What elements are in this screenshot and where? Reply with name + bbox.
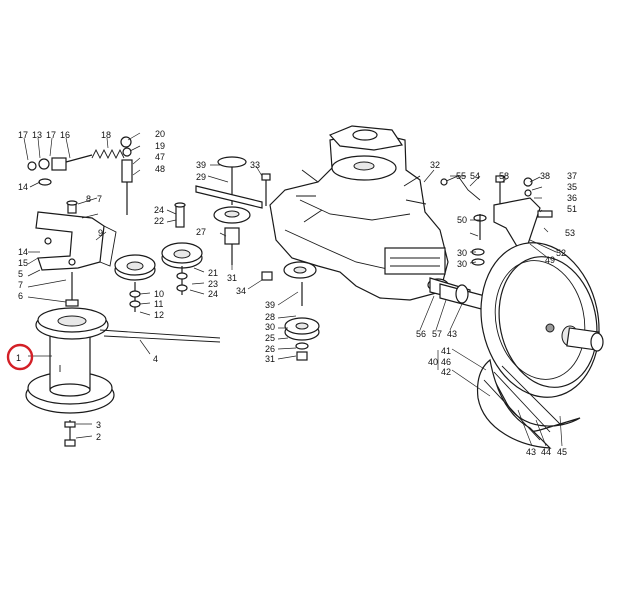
- callout-label: 30: [457, 259, 467, 269]
- bolt-6: [65, 272, 79, 307]
- callout-label: 43: [447, 329, 457, 339]
- callout-label: 23: [208, 279, 218, 289]
- callout-label: 51: [567, 204, 577, 214]
- callout-label: 20: [155, 129, 165, 139]
- callout-label: 52: [556, 248, 566, 258]
- callout-label: 48: [155, 164, 165, 174]
- callout-label: 17: [46, 130, 56, 140]
- callout-label: 22: [154, 216, 164, 226]
- callout-label: 7: [97, 194, 102, 204]
- rear-wheel: [476, 242, 604, 449]
- callout-label: 11: [154, 299, 163, 309]
- callout-label: 44: [541, 447, 551, 457]
- callout-label: 39: [196, 160, 206, 170]
- callout-label: 1: [16, 353, 21, 363]
- callout-label: 58: [499, 171, 509, 181]
- callout-label: 36: [567, 193, 577, 203]
- idler-pulley-right: [161, 242, 203, 295]
- callout-label: 41: [441, 346, 451, 356]
- callout-label: 34: [236, 286, 246, 296]
- callout-label: 24: [154, 205, 164, 215]
- nut-34: [261, 271, 273, 281]
- callout-label: 31: [227, 273, 237, 283]
- callout-label: 21: [208, 268, 218, 278]
- callout-label: 13: [32, 130, 42, 140]
- callout-label: 57: [432, 329, 442, 339]
- callout-label: 55: [456, 171, 466, 181]
- callout-label: 50: [457, 215, 467, 225]
- callout-label: 27: [196, 227, 206, 237]
- callout-label: 26: [265, 344, 275, 354]
- callout-label: 25: [265, 333, 275, 343]
- callout-label: 16: [60, 130, 70, 140]
- callout-label: 43: [526, 447, 536, 457]
- callout-label: 10: [154, 289, 164, 299]
- callout-label: 42: [441, 367, 451, 377]
- callout-label: 37: [567, 171, 577, 181]
- callout-label: 3: [96, 420, 101, 430]
- callout-label: 4: [153, 354, 158, 364]
- callout-label: 29: [196, 172, 206, 182]
- callout-label: 38: [540, 171, 550, 181]
- shaft-assembly: [195, 156, 263, 265]
- callout-label: 30: [265, 322, 275, 332]
- callout-label: 17: [18, 130, 28, 140]
- leader-lines: [23, 132, 563, 447]
- callout-label: 9: [98, 228, 103, 238]
- callout-label: 15: [18, 258, 28, 268]
- callout-labels: 17 13 17 16 18 20 19 47 48 14 8 7 9 14 1…: [16, 129, 577, 457]
- highlight-ring: [6, 343, 34, 371]
- mounting-bracket: [35, 211, 117, 271]
- callout-label: 2: [96, 432, 101, 442]
- pulley-bolt: [64, 420, 76, 447]
- callout-label: 6: [18, 291, 23, 301]
- callout-label: 39: [265, 300, 275, 310]
- drive-pulley: [25, 307, 115, 414]
- callout-label: 32: [430, 160, 440, 170]
- callout-label: 7: [18, 280, 23, 290]
- lower-pulley-stack: [284, 282, 320, 361]
- callout-label: 31: [265, 354, 275, 364]
- spring-assembly: [27, 136, 133, 215]
- callout-label: 12: [154, 310, 164, 320]
- drive-belt: [99, 329, 221, 343]
- callout-label: 56: [416, 329, 426, 339]
- callout-label: 14: [18, 182, 28, 192]
- bolt-22: [174, 202, 186, 228]
- bolt-33: [261, 173, 271, 206]
- brake-bracket: [471, 177, 553, 266]
- transaxle-housing: [269, 125, 471, 303]
- shift-rod: [440, 175, 505, 205]
- bolt-8: [66, 200, 78, 214]
- idler-pulley-left: [114, 254, 156, 312]
- callout-label: 30: [457, 248, 467, 258]
- callout-label: 5: [18, 269, 23, 279]
- callout-label: 14: [18, 247, 28, 257]
- callout-label: 18: [101, 130, 111, 140]
- callout-label: 19: [155, 141, 165, 151]
- callout-label: 8: [86, 194, 91, 204]
- callout-label: 24: [208, 289, 218, 299]
- callout-label: 28: [265, 312, 275, 322]
- callout-label: 54: [470, 171, 480, 181]
- callout-label: 40: [428, 357, 438, 367]
- callout-label: 35: [567, 182, 577, 192]
- callout-label: 46: [441, 357, 451, 367]
- callout-label: 53: [565, 228, 575, 238]
- callout-label: 45: [557, 447, 567, 457]
- callout-label: 49: [545, 255, 555, 265]
- callout-label: 47: [155, 152, 165, 162]
- callout-label: 33: [250, 160, 260, 170]
